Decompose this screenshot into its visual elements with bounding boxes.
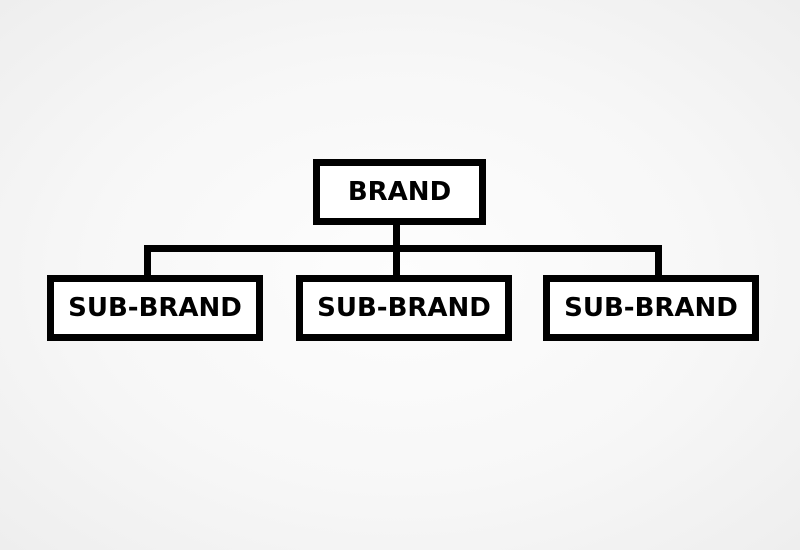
- brand-node-label: BRAND: [347, 177, 452, 207]
- sub-brand-node-2: SUB-BRAND: [296, 275, 512, 341]
- child-3-drop-connector: [655, 245, 662, 277]
- sub-brand-node-3-label: SUB-BRAND: [564, 293, 738, 323]
- horizontal-bus-connector: [144, 245, 662, 252]
- sub-brand-node-3: SUB-BRAND: [543, 275, 759, 341]
- sub-brand-node-1: SUB-BRAND: [47, 275, 263, 341]
- child-2-drop-connector: [393, 245, 400, 277]
- root-stem-connector: [393, 224, 400, 252]
- sub-brand-node-2-label: SUB-BRAND: [317, 293, 491, 323]
- brand-node: BRAND: [313, 159, 486, 225]
- sub-brand-node-1-label: SUB-BRAND: [68, 293, 242, 323]
- child-1-drop-connector: [144, 245, 151, 277]
